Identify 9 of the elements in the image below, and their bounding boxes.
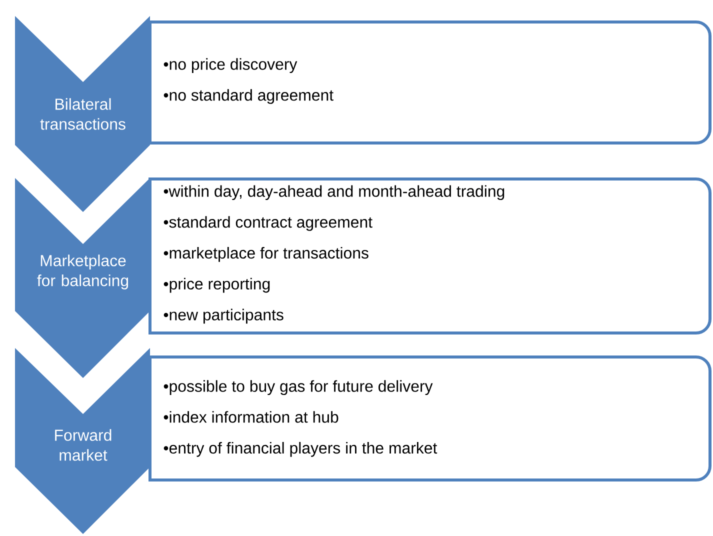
chevron-band: Marketplace for balancing (15, 178, 150, 378)
text-box: •possible to buy gas for future delivery •index information at hub •entry of financial players in the market (148, 355, 712, 482)
text-box: •within day, day-ahead and month-ahead trading •standard contract agreement •marketplace for transactions •price reporting •new participants (148, 177, 712, 334)
text-box: •no price discovery •no standard agreement (148, 20, 712, 144)
node-label: Marketplace for balancing (37, 254, 128, 290)
chevron-band: Bilateral transactions (15, 16, 150, 212)
node-label: Bilateral transactions (40, 98, 126, 130)
chevron-band: Forward market (15, 348, 150, 534)
node-label: Forward market (55, 429, 112, 461)
